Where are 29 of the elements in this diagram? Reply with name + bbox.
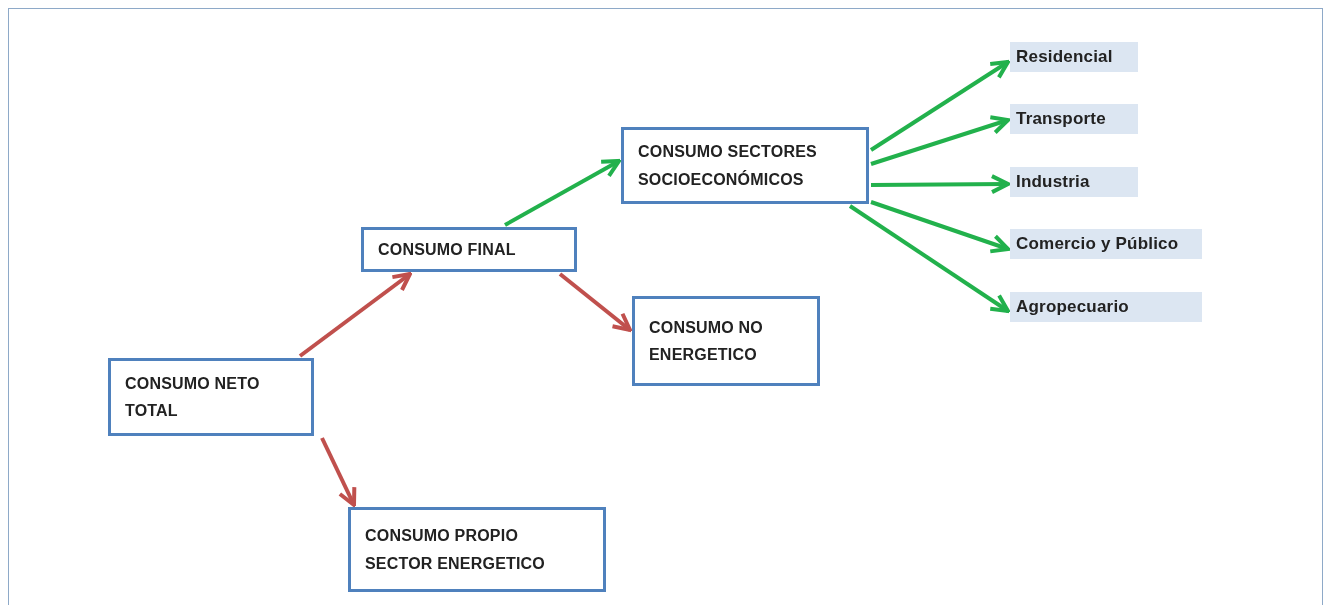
arrow	[870, 115, 1010, 166]
sector-label-box	[1010, 292, 1202, 322]
sector-label-box	[1010, 104, 1138, 134]
box-text: CONSUMO SECTORES SOCIOECONÓMICOS	[638, 142, 818, 190]
box-text: CONSUMO PROPIO SECTOR ENERGETICO	[365, 526, 547, 574]
box-text: Residencial	[1016, 45, 1113, 68]
arrow	[848, 204, 1010, 313]
sector-label-box	[1010, 167, 1138, 197]
arrow	[504, 159, 621, 227]
box-text: CONSUMO NETO TOTAL	[125, 373, 261, 421]
box-text: Agropecuario	[1016, 295, 1129, 318]
sector-label-box	[1010, 42, 1138, 72]
arrow	[298, 272, 412, 358]
box-text: CONSUMO FINAL	[378, 239, 516, 260]
arrow	[870, 200, 1010, 254]
process-box	[108, 358, 314, 436]
process-box	[348, 507, 606, 592]
arrow	[558, 272, 632, 332]
arrow	[871, 174, 1010, 195]
sector-label-box	[1010, 229, 1202, 259]
box-text: Comercio y Público	[1016, 232, 1179, 255]
process-box	[621, 127, 869, 204]
process-box	[361, 227, 577, 272]
box-text: Transporte	[1016, 107, 1106, 130]
arrow	[320, 437, 357, 507]
arrow	[869, 60, 1010, 152]
process-box	[632, 296, 820, 386]
box-text: CONSUMO NO ENERGETICO	[649, 317, 764, 365]
box-text: Industria	[1016, 170, 1090, 193]
